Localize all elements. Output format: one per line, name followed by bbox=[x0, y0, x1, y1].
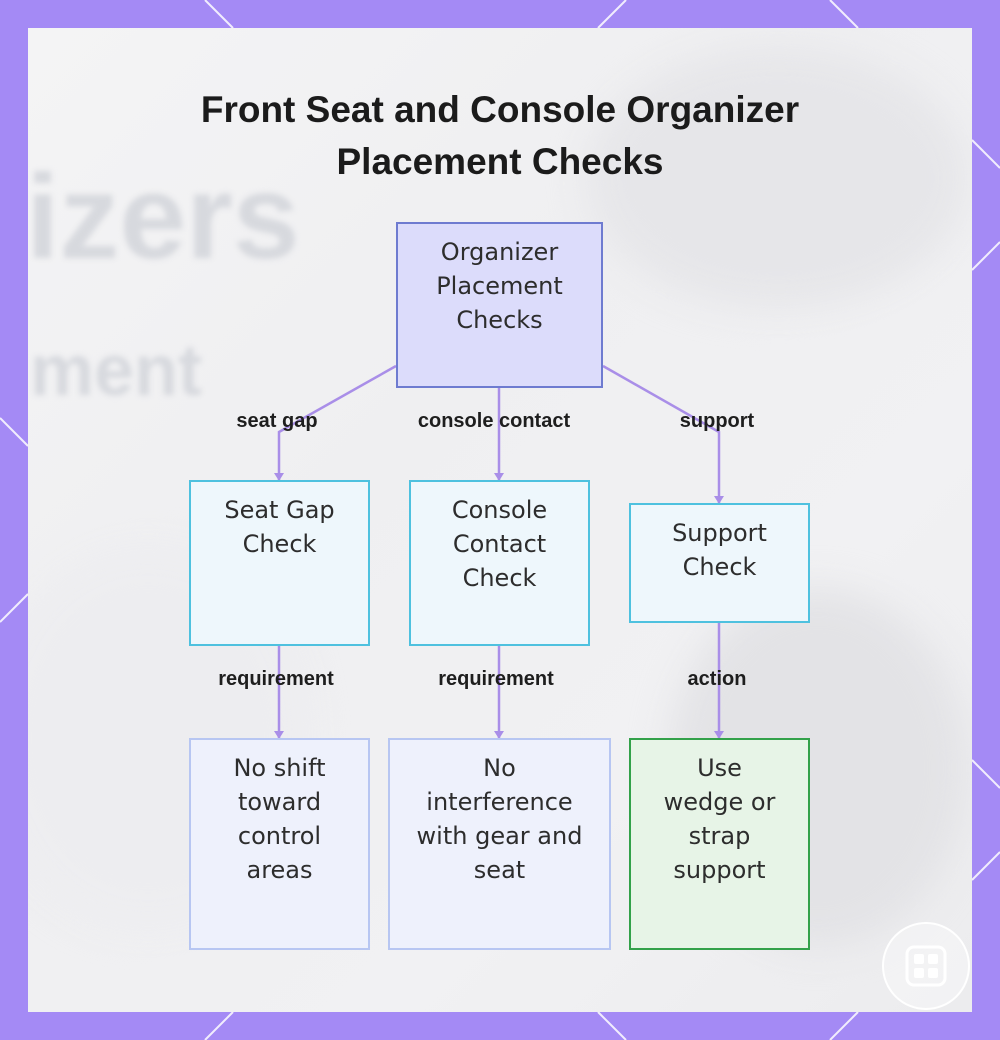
node-label: Use wedge or strap support bbox=[663, 754, 776, 884]
background-word: ment bbox=[30, 331, 203, 411]
node-label: Organizer Placement Checks bbox=[436, 238, 563, 334]
title-line-2: Placement Checks bbox=[336, 141, 664, 182]
grid-logo-glyph bbox=[905, 945, 947, 987]
background-shape bbox=[588, 48, 968, 308]
edge-label-requirement-1: requirement bbox=[218, 668, 334, 690]
node-label: No interference with gear and seat bbox=[416, 754, 583, 884]
node-label: Console Contact Check bbox=[451, 496, 548, 592]
edge-label-seat-gap: seat gap bbox=[236, 410, 318, 432]
node-console-contact-check: Console Contact Check bbox=[409, 480, 590, 646]
diagram-title: Front Seat and Console Organizer Placeme… bbox=[0, 84, 1000, 188]
title-line-1: Front Seat and Console Organizer bbox=[200, 89, 800, 130]
background-word: izers bbox=[28, 150, 300, 284]
node-label: Support Check bbox=[672, 519, 767, 581]
edge-seat-gap bbox=[274, 364, 397, 481]
edge-label-console-contact: console contact bbox=[417, 410, 571, 432]
node-no-interference: No interference with gear and seat bbox=[388, 738, 611, 950]
edge-support bbox=[602, 364, 724, 504]
node-no-shift: No shift toward control areas bbox=[189, 738, 370, 950]
node-organizer-placement-checks: Organizer Placement Checks bbox=[396, 222, 603, 388]
node-support-check: Support Check bbox=[629, 503, 810, 623]
node-wedge-strap-support: Use wedge or strap support bbox=[629, 738, 810, 950]
edge-label-action: action bbox=[687, 668, 747, 690]
edge-label-requirement-2: requirement bbox=[438, 668, 554, 690]
edge-label-support: support bbox=[679, 410, 755, 432]
node-seat-gap-check: Seat Gap Check bbox=[189, 480, 370, 646]
node-label: No shift toward control areas bbox=[233, 754, 326, 884]
node-label: Seat Gap Check bbox=[224, 496, 335, 558]
grid-logo-icon bbox=[882, 922, 970, 1010]
